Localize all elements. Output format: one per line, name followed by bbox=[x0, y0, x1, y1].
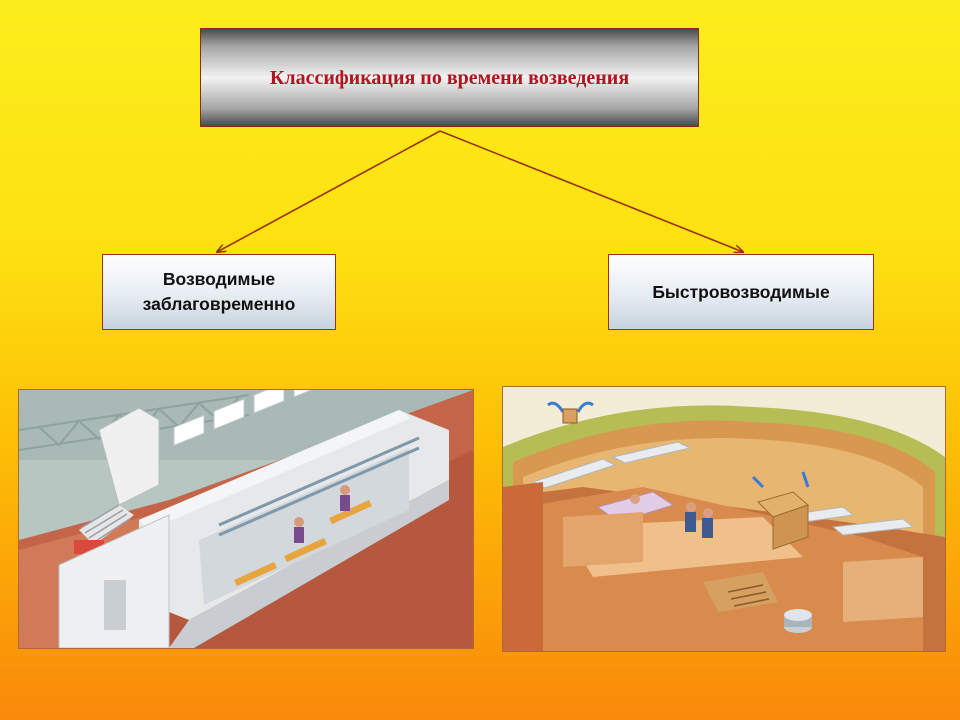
category-label-quick: Быстровозводимые bbox=[652, 281, 830, 302]
arrow-to-left bbox=[217, 130, 441, 252]
shelter-quick-illustration bbox=[502, 386, 946, 652]
title-box: Классификация по времени возведения bbox=[200, 28, 699, 127]
arrow-to-right bbox=[439, 130, 743, 252]
category-box-advance: Возводимые заблаговременно bbox=[102, 254, 336, 330]
category-box-quick: Быстровозводимые bbox=[608, 254, 874, 330]
category-label-advance: Возводимые заблаговременно bbox=[142, 269, 296, 314]
diagram-title: Классификация по времени возведения bbox=[269, 66, 630, 89]
shelter-advance-illustration bbox=[18, 389, 474, 649]
